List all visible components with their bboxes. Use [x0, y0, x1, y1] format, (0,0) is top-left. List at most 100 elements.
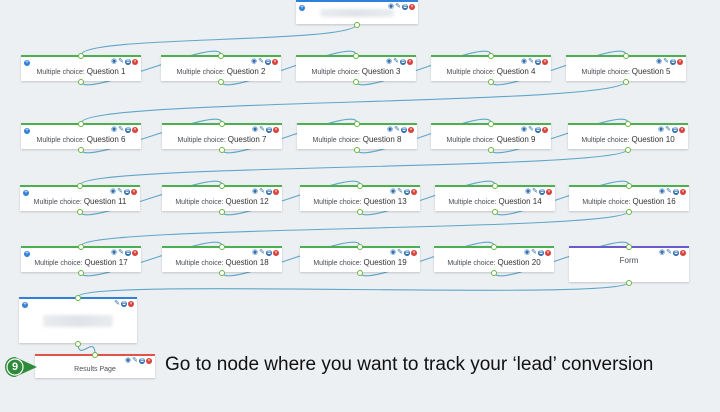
edit-icon[interactable]: ✎	[394, 126, 400, 133]
delete-icon[interactable]: ×	[132, 250, 138, 256]
blurred-node[interactable]: + ✎ ⧉ ×	[19, 295, 137, 347]
input-port[interactable]	[77, 183, 83, 189]
question-node[interactable]: ◉✎⧉×Multiple choice: Question 14	[435, 183, 555, 215]
copy-icon[interactable]: ⧉	[673, 250, 679, 256]
edit-icon[interactable]: ✎	[259, 249, 265, 256]
output-port[interactable]	[77, 209, 83, 215]
input-port[interactable]	[92, 352, 98, 358]
edit-icon[interactable]: ✎	[531, 249, 537, 256]
copy-icon[interactable]: ⧉	[404, 189, 410, 195]
delete-icon[interactable]: ×	[542, 59, 548, 65]
delete-icon[interactable]: ×	[132, 59, 138, 65]
delete-icon[interactable]: ×	[411, 250, 417, 256]
input-port[interactable]	[78, 121, 84, 127]
edit-icon[interactable]: ✎	[532, 188, 538, 195]
eye-icon[interactable]: ◉	[525, 188, 532, 195]
input-port[interactable]	[219, 183, 225, 189]
edit-icon[interactable]: ✎	[666, 188, 672, 195]
delete-icon[interactable]: ×	[272, 59, 278, 65]
question-node[interactable]: ◉✎⧉×Multiple choice: Question 10	[568, 121, 688, 153]
input-port[interactable]	[625, 121, 631, 127]
entry-node[interactable]: + ◉ ✎ ⧉ ×	[296, 0, 418, 28]
output-port[interactable]	[353, 79, 359, 85]
output-port[interactable]	[488, 147, 494, 153]
copy-icon[interactable]: ⧉	[402, 4, 408, 10]
question-node[interactable]: +◉✎⧉×Multiple choice: Question 6	[21, 121, 141, 153]
copy-icon[interactable]: ⧉	[266, 189, 272, 195]
edit-icon[interactable]: ✎	[117, 188, 123, 195]
question-node[interactable]: ◉✎⧉×Multiple choice: Question 8	[297, 121, 417, 153]
output-port[interactable]	[218, 79, 224, 85]
copy-icon[interactable]: ⧉	[404, 250, 410, 256]
output-port[interactable]	[78, 79, 84, 85]
add-icon[interactable]: +	[299, 5, 305, 11]
eye-icon[interactable]: ◉	[390, 188, 397, 195]
edit-icon[interactable]: ✎	[663, 58, 669, 65]
input-port[interactable]	[219, 244, 225, 250]
question-node[interactable]: ◉✎⧉×Multiple choice: Question 20	[434, 244, 554, 276]
copy-icon[interactable]: ⧉	[139, 358, 145, 364]
input-port[interactable]	[626, 244, 632, 250]
output-port[interactable]	[623, 79, 629, 85]
output-port[interactable]	[75, 341, 81, 347]
edit-icon[interactable]: ✎	[132, 357, 138, 364]
copy-icon[interactable]: ⧉	[266, 250, 272, 256]
eye-icon[interactable]: ◉	[252, 188, 259, 195]
question-node[interactable]: ◉✎⧉×Multiple choice: Question 18	[162, 244, 282, 276]
add-icon[interactable]: +	[23, 190, 29, 196]
edit-icon[interactable]: ✎	[528, 58, 534, 65]
delete-icon[interactable]: ×	[542, 127, 548, 133]
eye-icon[interactable]: ◉	[386, 58, 393, 65]
edit-icon[interactable]: ✎	[397, 249, 403, 256]
input-port[interactable]	[219, 121, 225, 127]
eye-icon[interactable]: ◉	[252, 249, 259, 256]
copy-icon[interactable]: ⧉	[538, 250, 544, 256]
copy-icon[interactable]: ⧉	[125, 59, 131, 65]
eye-icon[interactable]: ◉	[524, 249, 531, 256]
question-node[interactable]: +◉✎⧉×Multiple choice: Question 17	[21, 244, 141, 276]
eye-icon[interactable]: ◉	[125, 357, 132, 364]
delete-icon[interactable]: ×	[409, 4, 415, 10]
eye-icon[interactable]: ◉	[658, 126, 665, 133]
question-node[interactable]: ◉✎⧉×Multiple choice: Question 13	[300, 183, 420, 215]
eye-icon[interactable]: ◉	[659, 249, 666, 256]
delete-icon[interactable]: ×	[679, 127, 685, 133]
add-icon[interactable]: +	[24, 128, 30, 134]
delete-icon[interactable]: ×	[273, 127, 279, 133]
copy-icon[interactable]: ⧉	[265, 59, 271, 65]
question-node[interactable]: +◉✎⧉×Multiple choice: Question 11	[20, 183, 140, 215]
edit-icon[interactable]: ✎	[118, 249, 124, 256]
output-port[interactable]	[626, 209, 632, 215]
question-node[interactable]: ◉✎⧉×Multiple choice: Question 3	[296, 53, 416, 85]
delete-icon[interactable]: ×	[546, 189, 552, 195]
delete-icon[interactable]: ×	[273, 189, 279, 195]
edit-icon[interactable]: ✎	[258, 58, 264, 65]
edit-icon[interactable]: ✎	[118, 126, 124, 133]
output-port[interactable]	[219, 209, 225, 215]
edit-icon[interactable]: ✎	[666, 249, 672, 256]
copy-icon[interactable]: ⧉	[673, 189, 679, 195]
question-node[interactable]: ◉✎⧉×Multiple choice: Question 9	[431, 121, 551, 153]
question-node[interactable]: ◉✎⧉×Multiple choice: Question 2	[161, 53, 281, 85]
copy-icon[interactable]: ⧉	[535, 59, 541, 65]
copy-icon[interactable]: ⧉	[535, 127, 541, 133]
copy-icon[interactable]: ⧉	[125, 127, 131, 133]
eye-icon[interactable]: ◉	[387, 126, 394, 133]
delete-icon[interactable]: ×	[128, 301, 134, 307]
output-port[interactable]	[354, 147, 360, 153]
edit-icon[interactable]: ✎	[397, 188, 403, 195]
input-port[interactable]	[78, 53, 84, 59]
input-port[interactable]	[488, 121, 494, 127]
output-port[interactable]	[492, 209, 498, 215]
eye-icon[interactable]: ◉	[111, 126, 118, 133]
copy-icon[interactable]: ⧉	[670, 59, 676, 65]
delete-icon[interactable]: ×	[545, 250, 551, 256]
output-port[interactable]	[219, 147, 225, 153]
output-port[interactable]	[219, 270, 225, 276]
question-node[interactable]: ◉✎⧉×Multiple choice: Question 12	[162, 183, 282, 215]
copy-icon[interactable]: ⧉	[121, 301, 127, 307]
delete-icon[interactable]: ×	[131, 189, 137, 195]
input-port[interactable]	[488, 53, 494, 59]
add-icon[interactable]: +	[24, 251, 30, 257]
eye-icon[interactable]: ◉	[251, 58, 258, 65]
